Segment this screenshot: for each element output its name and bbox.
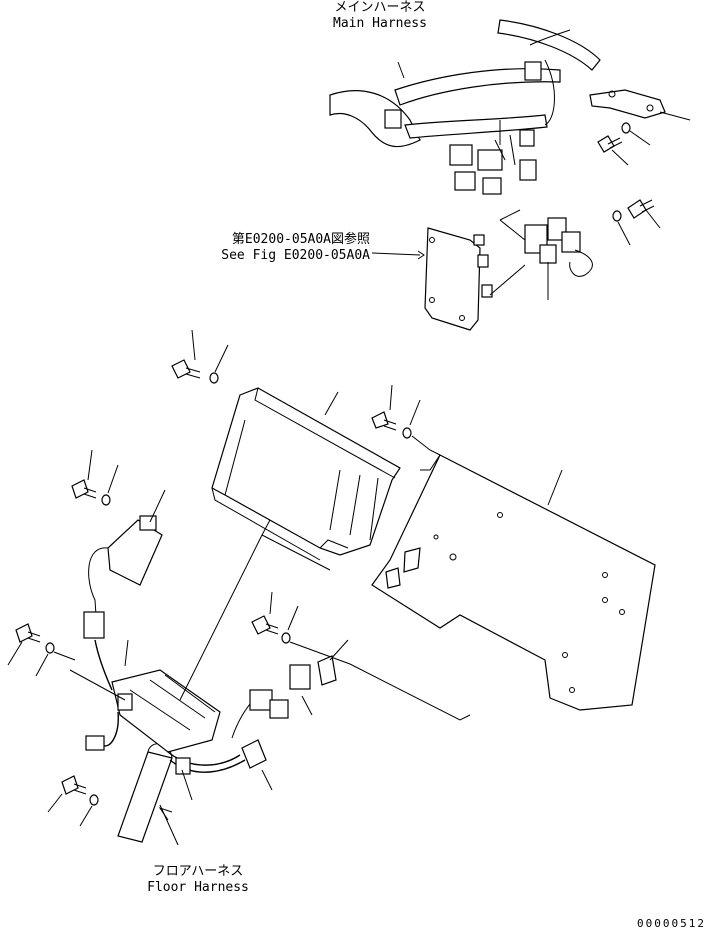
harness-bracket-plate [589,89,666,119]
floor-harness-assembly [69,534,349,846]
plate-body [371,454,656,711]
connector-a [449,144,473,166]
connector-left-1 [83,611,105,639]
connector-c [454,171,476,191]
connector-mid-1 [249,689,273,711]
relay-box-left [83,489,166,639]
bracket-panel [424,227,481,331]
fasteners-left [7,329,471,827]
controller-body [211,387,401,556]
main-harness-label-en: Main Harness [333,16,427,31]
floor-harness-label-jp: フロアハーネス [152,864,244,879]
washer-relay [612,210,622,222]
bolt-upper [597,135,623,153]
floor-harness-trunk [117,751,173,843]
main-harness-assembly [329,19,691,195]
main-harness-tube-right [497,19,601,71]
controller-unit [211,387,401,571]
connector-mid-3 [289,664,311,690]
main-harness-tube-left [329,90,421,148]
relay-4 [561,231,581,253]
drawing-number: 00000512 [637,917,706,930]
floor-harness-label-en: Floor Harness [147,880,249,895]
harness-clamp-1 [384,109,402,129]
harness-clamp-3 [519,129,535,147]
relay-3 [539,244,557,264]
connector-mid-2 [269,699,289,719]
see-fig-label-jp: 第E0200-05A0A図参照 [231,232,370,247]
connector-e [519,159,537,181]
floor-harness-connector-block [111,669,221,753]
main-harness-tube-lower [404,114,548,139]
floor-clamp-2 [241,739,267,769]
connector-small-left [85,735,105,751]
connector-d [482,177,502,195]
connector-b [477,149,503,171]
connector-mid-4 [317,655,337,686]
mounting-plate [371,454,656,711]
main-harness-tube-upper [394,68,561,106]
harness-clamp-2 [524,61,542,81]
washer-upper [621,122,631,134]
see-fig-bracket [371,199,661,331]
see-fig-label-en: See Fig E0200-05A0A [221,248,370,263]
main-harness-label-jp: メインハーネス [334,0,426,15]
